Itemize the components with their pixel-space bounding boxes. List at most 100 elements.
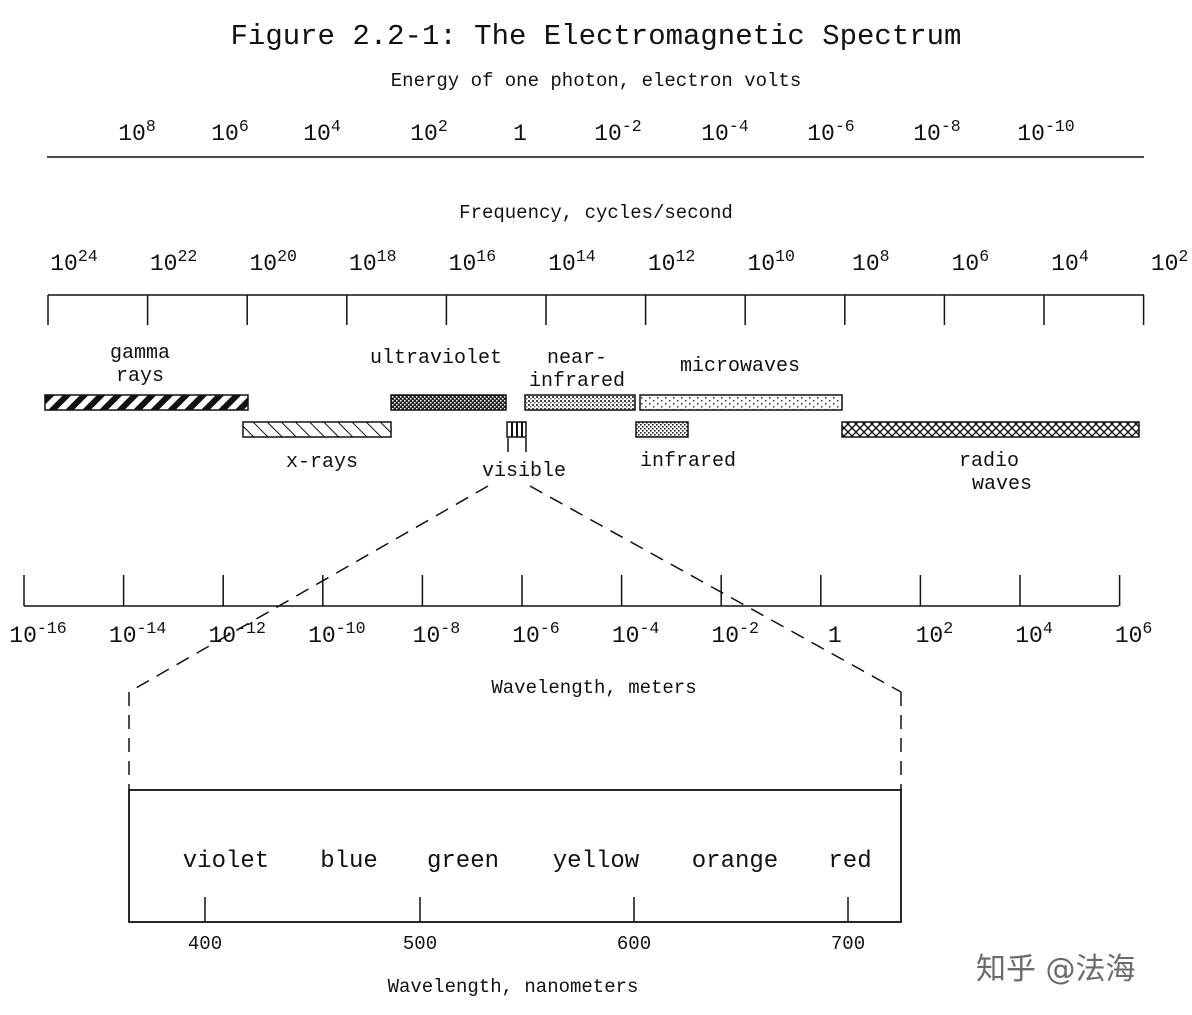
band-nir-label-2: infrared <box>529 370 625 393</box>
color-label-orange: orange <box>692 848 778 875</box>
energy-tick-label-exponent: -4 <box>729 117 749 136</box>
energy-tick-label: 106 <box>211 117 249 147</box>
wavelength-tick-label-exponent: -8 <box>440 619 460 638</box>
wavelength-tick-label: 10-12 <box>208 619 265 649</box>
wavelength-tick-label: 10-8 <box>413 619 460 649</box>
wavelength-tick-label-exponent: -16 <box>37 619 67 638</box>
energy-tick-label: 104 <box>303 117 341 147</box>
frequency-tick-label-base: 10 <box>648 251 676 277</box>
wavelength-axis-label: Wavelength, meters <box>491 677 696 699</box>
energy-tick-label: 108 <box>118 117 156 147</box>
band-nir-bar <box>524 394 636 411</box>
wavelength-tick-label: 10-4 <box>612 619 660 649</box>
wavelength-tick-label-base: 10 <box>109 623 137 649</box>
band-infrared: infrared <box>635 421 736 473</box>
color-label-red: red <box>828 848 871 875</box>
energy-tick-label-base: 10 <box>913 121 941 147</box>
wavelength-tick-label: 10-16 <box>9 619 66 649</box>
frequency-tick-label-exponent: 4 <box>1079 247 1089 266</box>
band-radio-label-1: radio <box>959 450 1019 473</box>
band-ir-label: infrared <box>640 450 736 473</box>
frequency-tick-label-base: 10 <box>747 251 775 277</box>
energy-tick-label: 10-8 <box>913 117 960 147</box>
energy-tick-label-base: 10 <box>303 121 331 147</box>
frequency-tick-label: 1010 <box>747 247 794 277</box>
nanometer-tick-label: 700 <box>831 933 865 955</box>
color-label-yellow: yellow <box>553 848 640 875</box>
wavelength-tick-label: 1 <box>828 623 842 649</box>
energy-tick-label-exponent: 8 <box>146 117 156 136</box>
wavelength-tick-label-exponent: -14 <box>137 619 167 638</box>
band-near-infrared: near- infrared <box>524 347 636 411</box>
frequency-tick-label: 108 <box>852 247 890 277</box>
band-radio-label-2: waves <box>972 473 1032 496</box>
frequency-tick-label: 1018 <box>349 247 396 277</box>
frequency-tick-label-exponent: 8 <box>880 247 890 266</box>
energy-tick-label-exponent: 2 <box>438 117 448 136</box>
energy-tick-label-base: 10 <box>211 121 239 147</box>
nanometer-axis-label: Wavelength, nanometers <box>388 976 639 998</box>
band-micro-label: microwaves <box>680 355 800 378</box>
frequency-tick-label: 1022 <box>150 247 197 277</box>
wavelength-tick-label-exponent: -4 <box>639 619 659 638</box>
frequency-tick-label-base: 10 <box>249 251 277 277</box>
frequency-tick-label-exponent: 24 <box>78 247 98 266</box>
frequency-tick-label-base: 10 <box>548 251 576 277</box>
frequency-tick-label: 104 <box>1051 247 1089 277</box>
wavelength-tick-label-base: 1 <box>828 623 842 649</box>
wavelength-tick-label-base: 10 <box>208 623 236 649</box>
energy-tick-label: 10-6 <box>807 117 854 147</box>
frequency-tick-label-exponent: 10 <box>775 247 795 266</box>
wavelength-tick-label: 106 <box>1115 619 1153 649</box>
wavelength-tick-label: 104 <box>1015 619 1053 649</box>
wavelength-tick-label: 102 <box>916 619 954 649</box>
frequency-tick-label-base: 10 <box>852 251 880 277</box>
frequency-tick-label: 1012 <box>648 247 695 277</box>
wavelength-tick-label-exponent: 4 <box>1043 619 1053 638</box>
wavelength-tick-label-exponent: 6 <box>1142 619 1152 638</box>
band-gamma-rays: gamma rays <box>44 342 249 411</box>
wavelength-tick-label-exponent: -2 <box>739 619 759 638</box>
energy-tick-label: 10-2 <box>594 117 641 147</box>
energy-tick-label-exponent: 6 <box>239 117 249 136</box>
band-radio-waves: radio waves <box>841 421 1140 496</box>
visible-zoom-leaders <box>128 438 902 790</box>
nanometer-tick-label: 400 <box>188 933 222 955</box>
wavelength-tick-label: 10-14 <box>109 619 166 649</box>
energy-tick-label-base: 10 <box>1017 121 1045 147</box>
band-gamma-label-1: gamma <box>110 342 170 365</box>
frequency-axis-label: Frequency, cycles/second <box>459 202 733 224</box>
wavelength-tick-label: 10-10 <box>308 619 365 649</box>
band-ir-bar <box>635 421 689 438</box>
wavelength-tick-label-exponent: -10 <box>336 619 366 638</box>
band-visible-label: visible <box>482 460 566 483</box>
wavelength-tick-label-exponent: -12 <box>236 619 266 638</box>
nanometer-tick-marks <box>204 897 849 922</box>
band-xrays-label: x-rays <box>286 451 358 474</box>
wavelength-tick-marks <box>23 575 1121 606</box>
energy-tick-label-exponent: -2 <box>622 117 642 136</box>
wavelength-tick-label-base: 10 <box>512 623 540 649</box>
band-uv-bar <box>390 394 507 411</box>
nanometer-tick-label: 500 <box>403 933 437 955</box>
energy-tick-label-exponent: 4 <box>331 117 341 136</box>
band-gamma-label-2: rays <box>116 365 164 388</box>
energy-axis-label: Energy of one photon, electron volts <box>391 70 801 92</box>
band-microwaves: microwaves <box>639 355 843 411</box>
frequency-tick-label-base: 10 <box>50 251 78 277</box>
figure-title: Figure 2.2-1: The Electromagnetic Spectr… <box>231 20 962 53</box>
wavelength-tick-label-base: 10 <box>612 623 640 649</box>
energy-tick-label-exponent: -6 <box>835 117 855 136</box>
energy-tick-label-base: 1 <box>513 121 527 147</box>
wavelength-tick-label-base: 10 <box>916 623 944 649</box>
band-radio-bar <box>841 421 1140 438</box>
energy-tick-label-base: 10 <box>410 121 438 147</box>
frequency-tick-label-exponent: 2 <box>1178 247 1188 266</box>
visible-detail-box <box>128 789 902 923</box>
frequency-tick-label-exponent: 12 <box>675 247 695 266</box>
wavelength-tick-label-exponent: 2 <box>943 619 953 638</box>
energy-tick-label: 1 <box>513 121 527 147</box>
frequency-tick-label-exponent: 22 <box>177 247 197 266</box>
